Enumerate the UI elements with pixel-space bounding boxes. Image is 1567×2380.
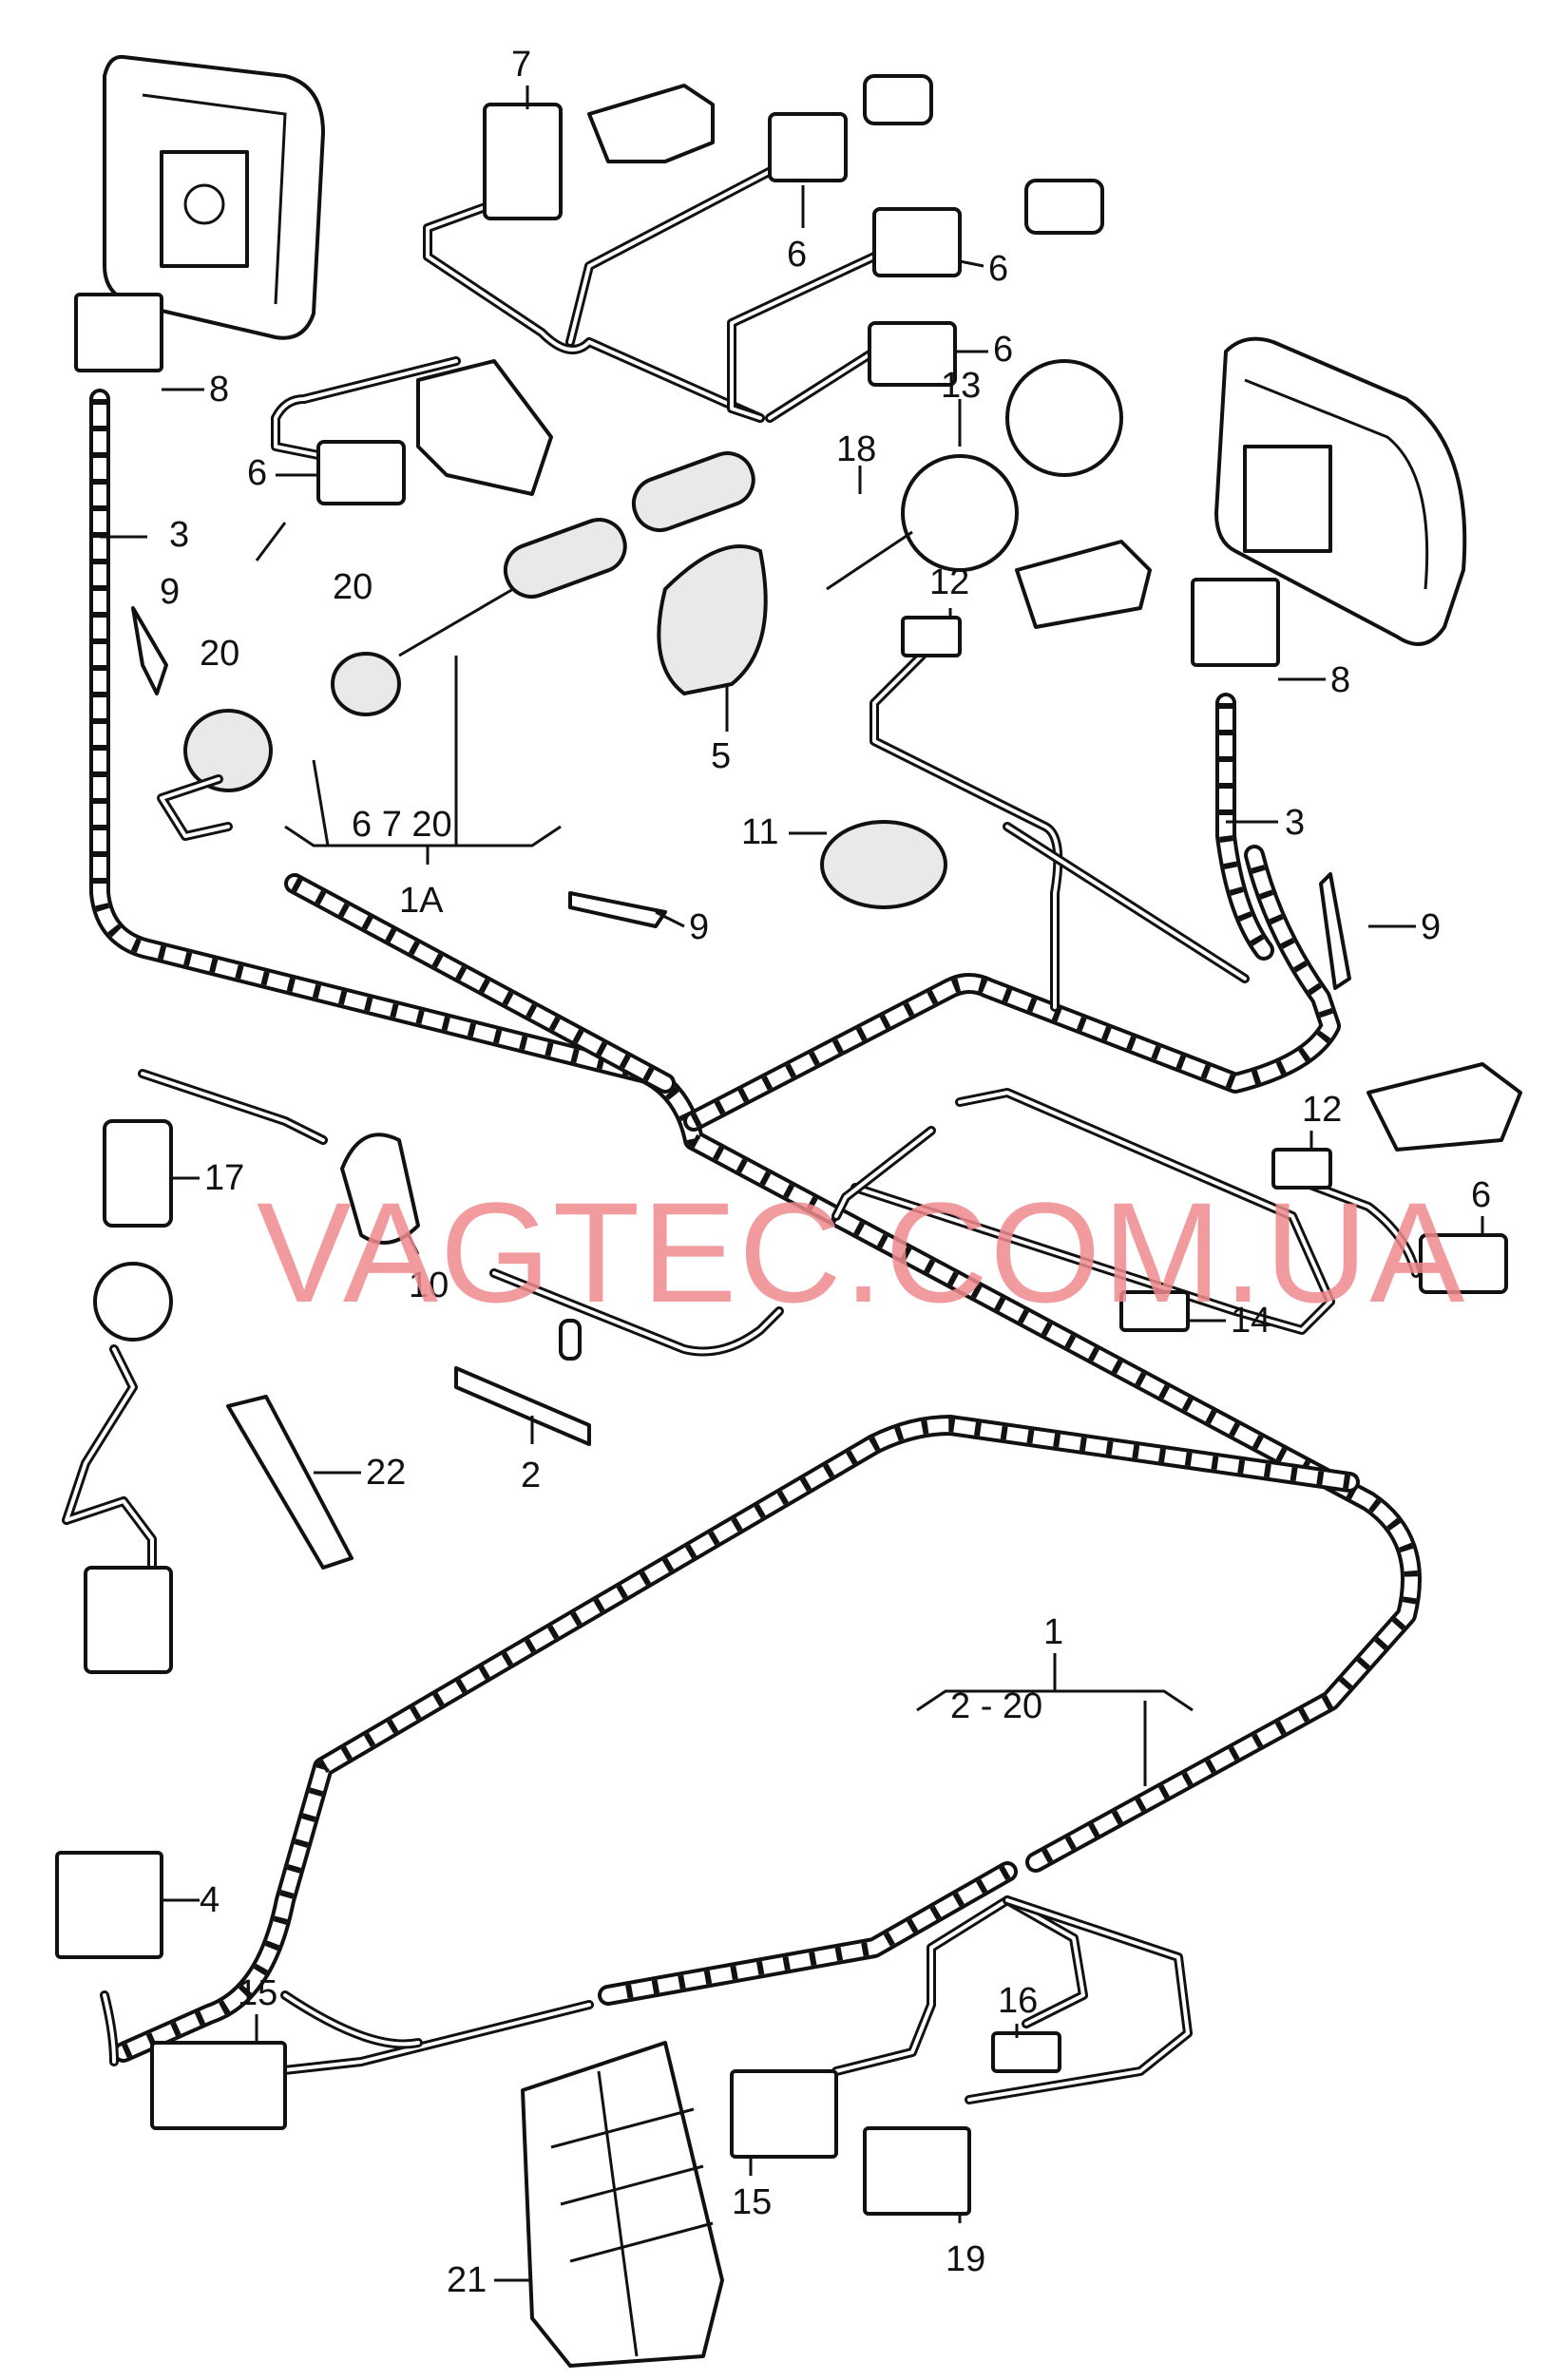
grommet-10 [340, 1133, 420, 1245]
callout-9-c: 9 [1421, 907, 1441, 947]
callout-range-2-20: 2 - 20 [950, 1686, 1042, 1726]
connector-16 [991, 2031, 1061, 2073]
callout-6-e: 6 [1471, 1175, 1491, 1215]
connector-15-b [730, 2069, 838, 2159]
callout-17: 17 [204, 1158, 244, 1198]
callout-6-d: 6 [247, 453, 267, 493]
watermark-text: VAGTEC.COM.UA [257, 1172, 1466, 1332]
callout-12-a: 12 [929, 562, 969, 602]
connector-8-right [1191, 578, 1280, 667]
sleeve-b [631, 451, 755, 532]
tray-b [1366, 1062, 1522, 1152]
callout-3-left: 3 [169, 515, 189, 555]
right-tail-lamp [1214, 336, 1467, 646]
callout-6-c: 6 [993, 330, 1013, 370]
actuator [587, 84, 715, 163]
callout-6-b: 6 [988, 249, 1008, 289]
parts [55, 54, 1522, 2368]
callout-5: 5 [711, 736, 731, 776]
callout-20-b: 20 [200, 634, 239, 674]
connector-8-left [74, 293, 163, 372]
callout-21: 21 [447, 2260, 487, 2300]
switch-part-a [863, 74, 933, 125]
callout-9-a: 9 [160, 572, 180, 612]
ignition-switch [901, 454, 1019, 572]
grommet-20-b [331, 652, 401, 716]
connector-14 [1119, 1290, 1190, 1332]
connector-6-d [316, 440, 406, 505]
switch-part-b [1024, 179, 1104, 235]
callout-14: 14 [1231, 1301, 1271, 1341]
clip-2 [454, 1366, 591, 1446]
thin-wires [62, 157, 1421, 2104]
callout-12-b: 12 [1302, 1090, 1342, 1130]
relay-4 [84, 1566, 173, 1674]
relay-base-4 [55, 1851, 163, 1959]
connector-6-c [868, 321, 957, 387]
connector-7 [483, 103, 563, 220]
callout-16: 16 [998, 1981, 1038, 2021]
bulb-holder [93, 1262, 173, 1342]
callout-1: 1 [1043, 1612, 1063, 1652]
ignition-cylinder [1005, 359, 1123, 477]
callout-1a-items: 6 7 20 [352, 805, 452, 845]
callout-15-a: 15 [238, 1973, 277, 2013]
connector-12-a [901, 616, 962, 657]
callout-20-a: 20 [333, 567, 373, 607]
callout-7: 7 [511, 45, 531, 85]
screw-9-c [1319, 872, 1351, 990]
callout-9-b: 9 [689, 907, 709, 947]
callout-18: 18 [836, 429, 876, 469]
callout-2: 2 [521, 1456, 541, 1495]
callout-8-right: 8 [1330, 660, 1350, 700]
callout-3-right: 3 [1285, 803, 1305, 843]
main-harness [89, 389, 1422, 2063]
screw-9-b [568, 891, 667, 928]
callout-13: 13 [941, 366, 981, 406]
connector-15-a [150, 2041, 287, 2130]
connector-12-b [1271, 1148, 1332, 1190]
connector-block-21 [521, 2041, 724, 2368]
connector-6-a [768, 112, 848, 182]
callout-6-a: 6 [787, 235, 807, 275]
callout-10: 10 [409, 1266, 449, 1305]
callout-22: 22 [366, 1453, 406, 1493]
callout-4: 4 [200, 1880, 220, 1920]
callout-labels: 7 6 6 6 6 8 3 9 20 20 13 18 12 8 5 3 11 … [160, 45, 1491, 2300]
callout-1a: 1A [399, 881, 444, 921]
strip-22 [226, 1395, 354, 1570]
socket-17 [103, 1119, 173, 1228]
connector-6-b [872, 207, 962, 277]
left-tail-lamp [103, 54, 325, 340]
connector-6-e [1419, 1233, 1508, 1294]
grommet-11 [820, 820, 947, 909]
grommet-20-a [183, 709, 273, 792]
leader-lines [100, 86, 1484, 2282]
callout-19: 19 [946, 2239, 985, 2279]
callout-8-left: 8 [209, 370, 229, 409]
connector-19 [863, 2126, 971, 2216]
screw-9-a [131, 606, 168, 695]
callout-15-b: 15 [732, 2182, 772, 2222]
bracket [416, 359, 553, 496]
grommet-5 [657, 544, 768, 696]
tray-a [1015, 540, 1152, 629]
callout-11: 11 [741, 812, 778, 852]
sleeve-a [503, 518, 627, 599]
